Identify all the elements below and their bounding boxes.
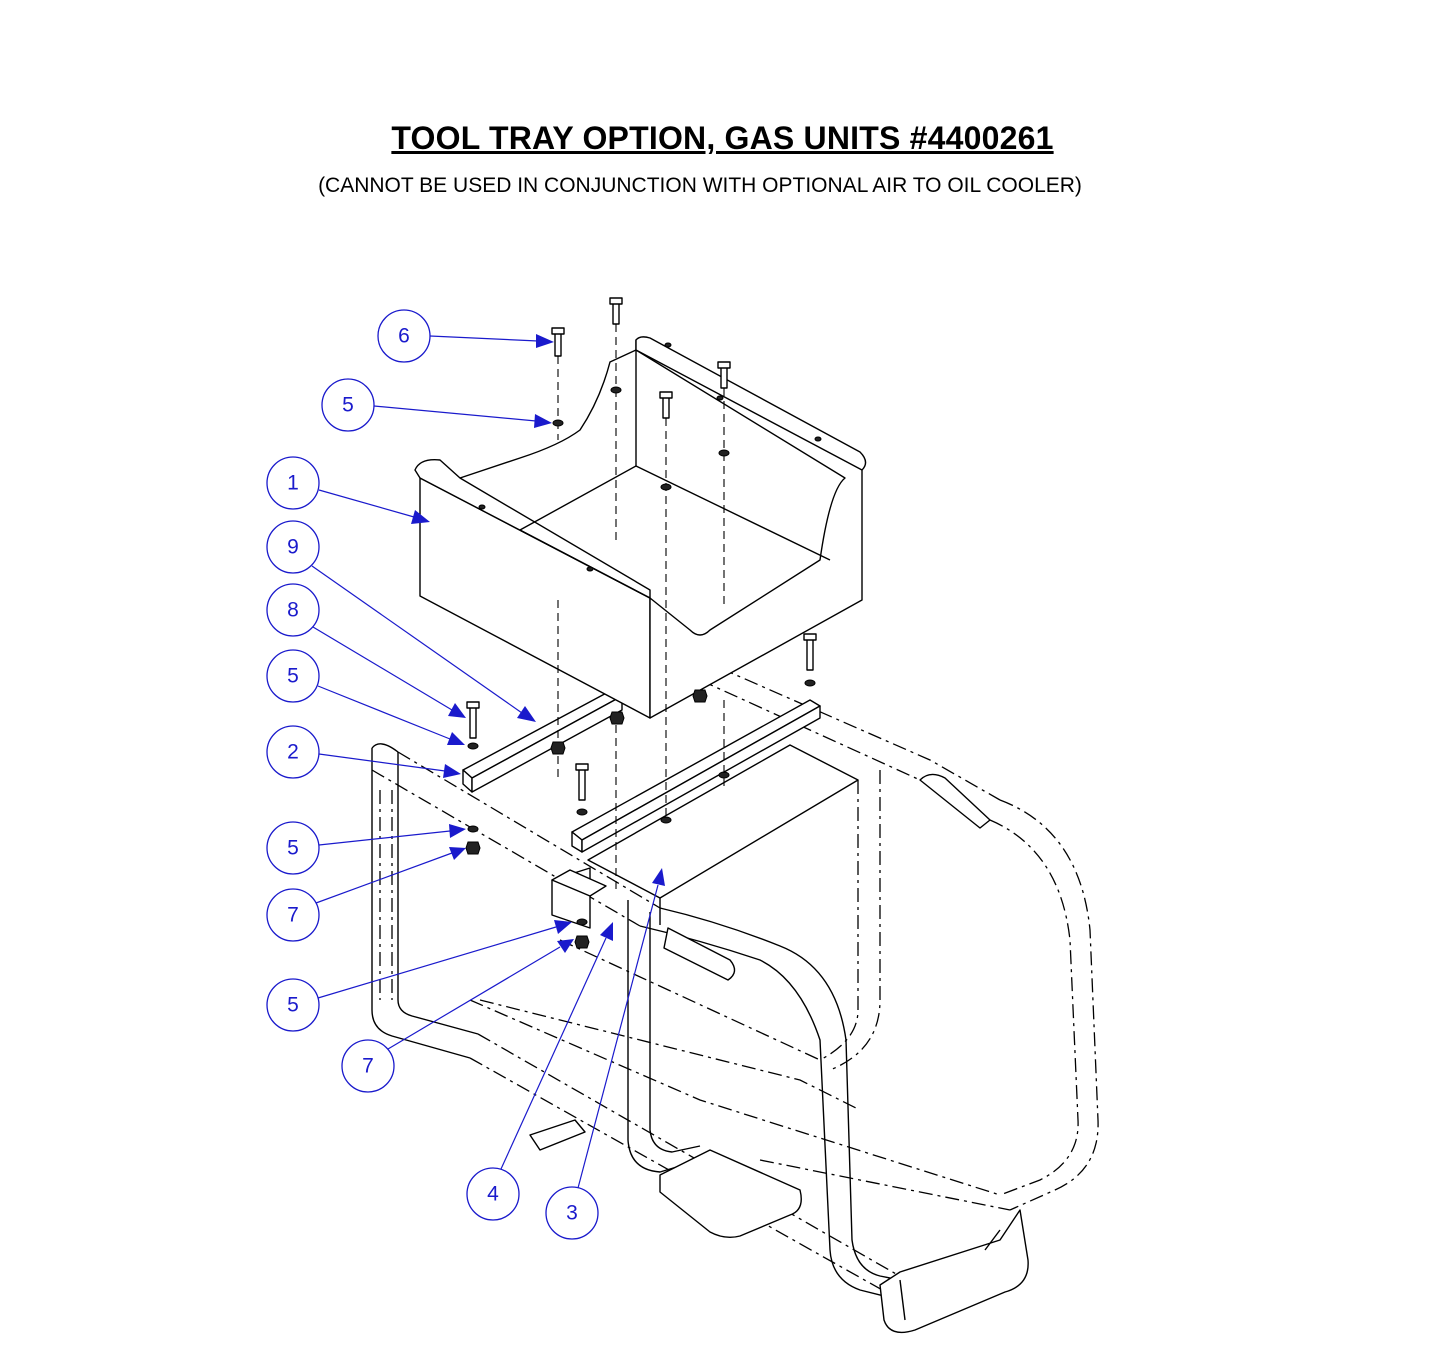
callout-label: 5: [342, 394, 354, 417]
hardware: [465, 297, 817, 949]
callout-9: 9: [266, 520, 320, 574]
callout-label: 5: [287, 837, 299, 860]
callout-1: 1: [266, 456, 320, 510]
callout-5-top: 5: [321, 378, 375, 432]
callout-label: 4: [487, 1183, 499, 1206]
callout-label: 6: [398, 325, 410, 348]
callout-label: 2: [287, 741, 299, 764]
leader-lines: [311, 334, 665, 1189]
callout-label: 7: [362, 1055, 374, 1078]
callout-8: 8: [266, 583, 320, 637]
callout-7-upper: 7: [266, 888, 320, 942]
callout-label: 5: [287, 994, 299, 1017]
callout-5-lower: 5: [266, 821, 320, 875]
drawing-subtitle: (CANNOT BE USED IN CONJUNCTION WITH OPTI…: [318, 174, 1082, 197]
callout-2: 2: [266, 725, 320, 779]
callout-5-bottom: 5: [266, 978, 320, 1032]
callout-5-mid: 5: [266, 649, 320, 703]
frame: [371, 667, 1099, 1334]
callout-4: 4: [466, 1167, 520, 1221]
callout-3: 3: [545, 1186, 599, 1240]
callout-label: 7: [287, 904, 299, 927]
tool-tray: [414, 336, 867, 719]
callout-7-lower: 7: [341, 1039, 395, 1093]
callout-label: 5: [287, 665, 299, 688]
callout-label: 3: [566, 1202, 578, 1225]
callouts: 6 5 1 9 8 5 2 5: [266, 309, 599, 1240]
callout-label: 8: [287, 599, 299, 622]
callout-6: 6: [377, 309, 431, 363]
callout-label: 9: [287, 536, 299, 559]
drawing-title: TOOL TRAY OPTION, GAS UNITS #4400261: [391, 120, 1054, 156]
callout-label: 1: [287, 472, 299, 495]
